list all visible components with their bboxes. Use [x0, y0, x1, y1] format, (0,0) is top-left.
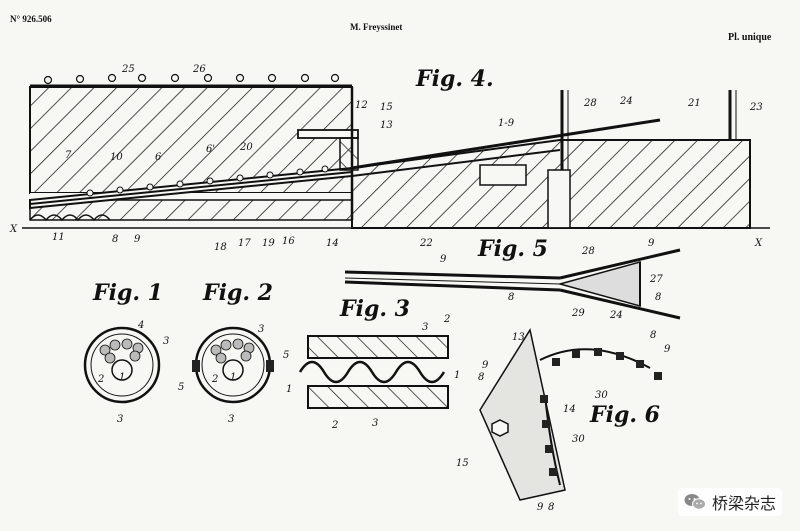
svg-text:15: 15 [380, 102, 393, 113]
svg-text:9: 9 [440, 254, 447, 265]
svg-text:7: 7 [65, 150, 72, 161]
svg-text:6: 6 [155, 152, 162, 163]
svg-text:24: 24 [609, 310, 623, 321]
fig6-drawing: 13 9 8 8 9 30 14 30 15 9 8 [456, 328, 671, 513]
svg-text:16: 16 [282, 236, 295, 247]
fig3-caption: Fig. 3 [340, 296, 410, 322]
svg-text:10: 10 [110, 152, 123, 163]
fig1-caption: Fig. 1 [93, 280, 163, 306]
svg-text:25: 25 [121, 64, 135, 75]
fig1-drawing: 4 3 2 1 3 [83, 320, 169, 425]
svg-text:30: 30 [595, 390, 608, 401]
svg-text:X: X [754, 238, 763, 249]
svg-text:28: 28 [581, 246, 595, 257]
svg-text:8: 8 [478, 372, 484, 383]
svg-text:1: 1 [119, 372, 125, 383]
svg-text:9: 9 [664, 344, 671, 355]
svg-text:2: 2 [443, 314, 450, 325]
inventor-name: M. Freyssinet [350, 22, 403, 32]
svg-text:11: 11 [52, 232, 65, 243]
svg-text:3: 3 [422, 322, 428, 333]
svg-text:14: 14 [563, 404, 576, 415]
svg-text:3: 3 [163, 336, 169, 347]
svg-text:29: 29 [571, 308, 585, 319]
svg-text:2: 2 [97, 374, 104, 385]
svg-text:1: 1 [454, 370, 460, 381]
svg-text:13: 13 [512, 332, 525, 343]
svg-text:1-9: 1-9 [498, 118, 515, 129]
patent-number: N° 926.506 [10, 14, 52, 24]
svg-text:8: 8 [655, 292, 661, 303]
svg-text:3: 3 [117, 414, 123, 425]
fig2-caption: Fig. 2 [203, 280, 273, 306]
fig4-caption: Fig. 4. [416, 66, 494, 92]
svg-text:19: 19 [262, 238, 275, 249]
watermark: 桥梁杂志 [678, 488, 783, 516]
svg-text:15: 15 [456, 458, 469, 469]
wechat-icon [684, 494, 706, 510]
svg-text:27: 27 [649, 274, 663, 285]
svg-text:23: 23 [749, 102, 763, 113]
svg-text:26: 26 [192, 64, 206, 75]
svg-text:6': 6' [206, 144, 215, 155]
svg-text:3: 3 [228, 414, 234, 425]
fig5-drawing: 9 8 28 9 27 8 29 24 [344, 238, 681, 321]
svg-text:8: 8 [508, 292, 514, 303]
svg-text:9: 9 [482, 360, 489, 371]
fig5-caption: Fig. 5 [478, 236, 548, 262]
svg-text:18: 18 [214, 242, 227, 253]
svg-text:2: 2 [211, 374, 218, 385]
svg-text:1: 1 [230, 372, 236, 383]
svg-text:13: 13 [380, 120, 393, 131]
svg-text:3: 3 [258, 324, 264, 335]
svg-text:8: 8 [650, 330, 656, 341]
fig4-drawing: X X 25 26 7 10 6 6' 20 12 15 13 1-9 28 24 21 23… [9, 64, 770, 253]
svg-text:20: 20 [239, 142, 253, 153]
svg-text:4: 4 [137, 320, 144, 331]
svg-text:9: 9 [648, 238, 655, 249]
svg-text:2: 2 [331, 420, 338, 431]
watermark-text: 桥梁杂志 [712, 494, 777, 513]
svg-text:30: 30 [572, 434, 585, 445]
svg-text:14: 14 [326, 238, 339, 249]
svg-text:28: 28 [583, 98, 597, 109]
svg-text:8: 8 [112, 234, 118, 245]
fig2-drawing: 3 5 5 2 1 3 [178, 324, 289, 425]
svg-text:24: 24 [619, 96, 633, 107]
svg-text:5: 5 [283, 350, 289, 361]
svg-text:9: 9 [537, 502, 544, 513]
svg-text:22: 22 [419, 238, 433, 249]
svg-text:8: 8 [548, 502, 554, 513]
svg-text:12: 12 [355, 100, 368, 111]
svg-text:21: 21 [687, 98, 701, 109]
svg-text:1: 1 [286, 384, 292, 395]
fig3-drawing: 3 2 1 1 2 3 [286, 314, 460, 431]
svg-text:3: 3 [372, 418, 378, 429]
svg-text:5: 5 [178, 382, 184, 393]
svg-text:17: 17 [238, 238, 251, 249]
svg-text:X: X [9, 224, 18, 235]
plate-label: Pl. unique [728, 32, 772, 43]
svg-text:9: 9 [134, 234, 141, 245]
fig6-caption: Fig. 6 [590, 402, 660, 428]
